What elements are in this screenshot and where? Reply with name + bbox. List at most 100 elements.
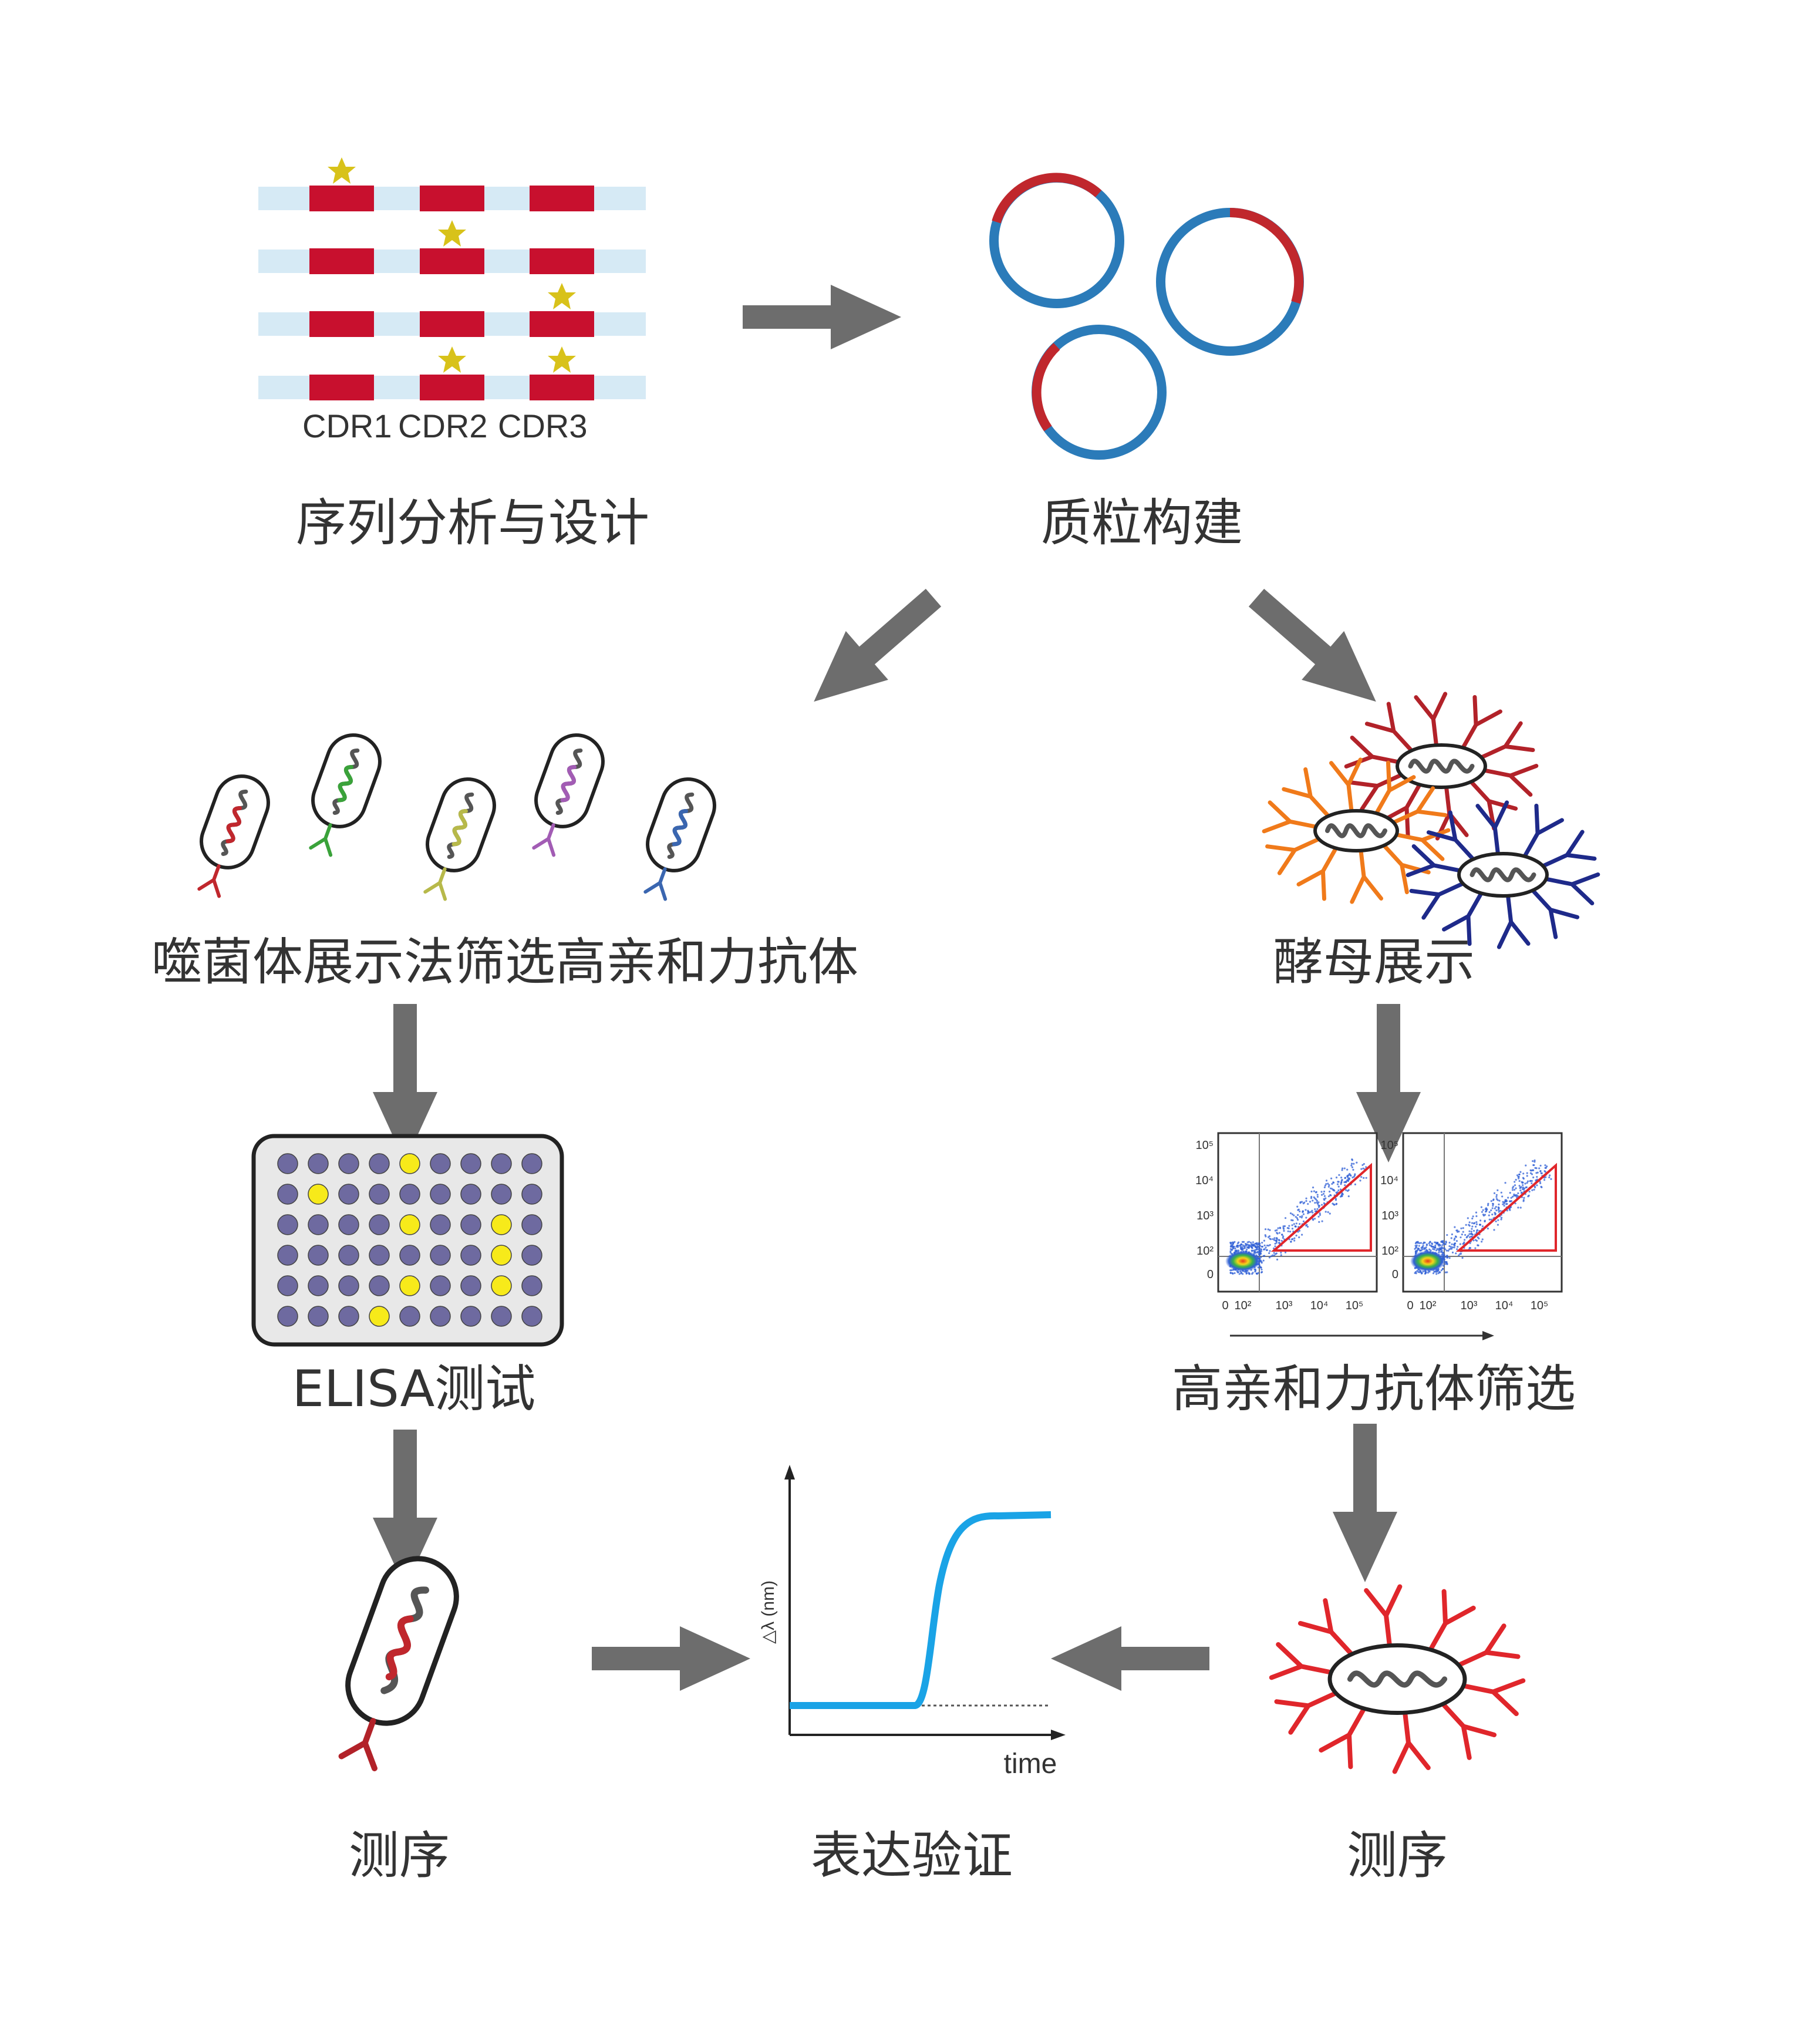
elisa-well-positive: [399, 1275, 420, 1296]
elisa-plate: [251, 1134, 564, 1347]
elisa-well: [460, 1184, 481, 1205]
elisa-well: [369, 1184, 390, 1205]
elisa-well: [460, 1306, 481, 1327]
yeast-cell: [1344, 692, 1539, 841]
cdr-region: [309, 311, 374, 337]
cdr-region: [420, 248, 484, 274]
facs-x-tick: 0: [1222, 1299, 1228, 1312]
elisa-well: [277, 1245, 298, 1266]
facs-y-tick: 10⁴: [1380, 1174, 1398, 1187]
plasmid-circle-2: [1156, 208, 1304, 356]
phage-label: 噬菌体展示法筛选高亲和力抗体: [151, 933, 858, 992]
plasmid-label: 质粒构建: [1041, 494, 1243, 552]
facs-x-tick: 10³: [1276, 1299, 1293, 1312]
elisa-well: [308, 1275, 329, 1296]
facs-y-tick: 0: [1207, 1268, 1214, 1281]
elisa-well: [521, 1153, 542, 1174]
arrow-plasmid-to-phage: [793, 573, 955, 726]
seq-left-label: 测序: [349, 1826, 450, 1885]
cdr2-label: CDR2: [398, 407, 487, 444]
facs-x-tick: 10⁵: [1531, 1299, 1549, 1312]
cdr-region: [420, 311, 484, 337]
elisa-well: [369, 1214, 390, 1235]
phage-particle: [197, 774, 270, 898]
elisa-well: [338, 1275, 359, 1296]
elisa-well: [460, 1245, 481, 1266]
facs-x-tick: 10⁴: [1495, 1299, 1514, 1312]
seq-phage: [338, 1556, 459, 1771]
binding-xlabel: time: [1004, 1748, 1057, 1780]
plasmid-circle-1: [989, 173, 1124, 308]
elisa-well: [491, 1306, 512, 1327]
facs-cluster: [1410, 1251, 1445, 1272]
elisa-well-positive: [491, 1275, 512, 1296]
facs-gate: [1455, 1162, 1557, 1252]
elisa-well: [521, 1306, 542, 1327]
facs-y-tick: 10²: [1197, 1245, 1214, 1258]
elisa-well: [338, 1184, 359, 1205]
cdr-region: [530, 375, 594, 400]
elisa-well: [491, 1184, 512, 1205]
elisa-well: [521, 1245, 542, 1266]
facs-gate: [1270, 1162, 1372, 1252]
elisa-well: [338, 1306, 359, 1327]
facs-y-tick: 10²: [1381, 1245, 1398, 1258]
binding-curve-plot: △λ (nm) time: [759, 1465, 1066, 1780]
phage-particle: [309, 733, 382, 857]
elisa-well: [338, 1245, 359, 1266]
elisa-well: [521, 1275, 542, 1296]
cdr-region: [530, 248, 594, 274]
elisa-well: [521, 1214, 542, 1235]
mutation-star-icon: [548, 283, 576, 309]
elisa-well: [460, 1214, 481, 1235]
yeast-label: 酵母展示: [1273, 933, 1475, 992]
yeast-group: [1262, 692, 1600, 949]
seq-right-label: 测序: [1347, 1826, 1448, 1885]
seq-yeast: [1269, 1584, 1526, 1774]
elisa-well: [430, 1306, 451, 1327]
seq-yeast-cell: [1269, 1584, 1526, 1774]
cdr-sequence-row: [258, 157, 646, 211]
cdr-sequence-row: [258, 220, 646, 274]
yeast-cell: [1406, 800, 1600, 949]
elisa-well: [430, 1153, 451, 1174]
expression-label: 表达验证: [811, 1826, 1013, 1885]
elisa-well: [369, 1245, 390, 1266]
cdr1-label: CDR1: [302, 407, 392, 444]
mutation-star-icon: [438, 346, 466, 373]
cdr-sequence-row: [258, 346, 646, 400]
phage-particle: [643, 777, 716, 901]
facs-x-tick: 10⁵: [1346, 1299, 1364, 1312]
elisa-well: [460, 1275, 481, 1296]
cdr-region: [420, 186, 484, 211]
elisa-well: [369, 1275, 390, 1296]
cdr-region: [309, 375, 374, 400]
facs-label: 高亲和力抗体筛选: [1172, 1360, 1576, 1418]
plasmid-circle-3: [1032, 325, 1167, 460]
elisa-well: [277, 1214, 298, 1235]
yeast-cell: [1262, 757, 1451, 904]
elisa-well: [338, 1153, 359, 1174]
facs-x-tick: 0: [1407, 1299, 1413, 1312]
elisa-well: [369, 1153, 390, 1174]
facs-y-tick: 10³: [1197, 1209, 1214, 1222]
elisa-well: [460, 1153, 481, 1174]
elisa-well: [277, 1153, 298, 1174]
mutation-star-icon: [548, 346, 576, 373]
facs-y-tick: 10⁴: [1195, 1174, 1214, 1187]
elisa-well: [277, 1275, 298, 1296]
elisa-well: [430, 1214, 451, 1235]
facs-y-tick: 10⁵: [1380, 1139, 1398, 1152]
elisa-well: [430, 1184, 451, 1205]
elisa-well-positive: [399, 1153, 420, 1174]
elisa-well: [277, 1306, 298, 1327]
phage-group: [197, 733, 716, 901]
facs-y-tick: 10³: [1381, 1209, 1398, 1222]
elisa-well: [308, 1306, 329, 1327]
cdr-region: [530, 186, 594, 211]
facs-cluster: [1225, 1251, 1260, 1272]
elisa-well: [430, 1275, 451, 1296]
elisa-well: [277, 1184, 298, 1205]
elisa-label: ELISA测试: [292, 1360, 536, 1418]
